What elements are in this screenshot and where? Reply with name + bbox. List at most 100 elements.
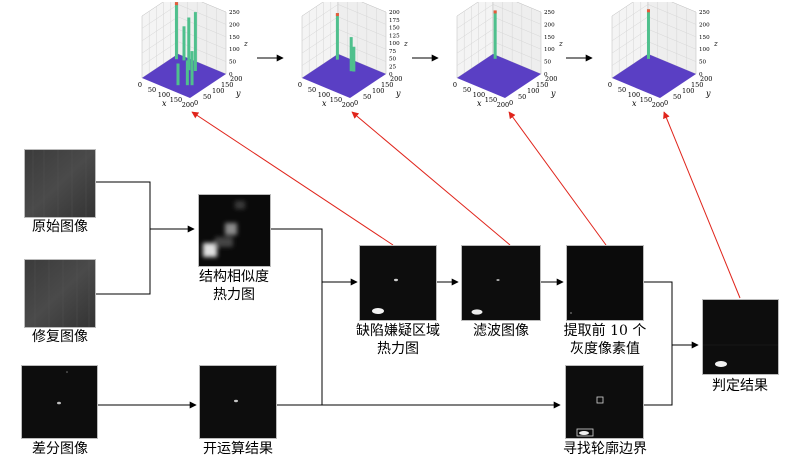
- x-axis-label: x: [632, 99, 637, 108]
- y-tick-label: 50: [363, 93, 371, 101]
- spike-bar: [349, 37, 353, 72]
- x-tick-label: 50: [618, 86, 626, 94]
- z-tick-label: 100: [229, 47, 240, 53]
- z-tick-label: 250: [699, 10, 710, 16]
- x-axis-label: x: [162, 99, 167, 108]
- z-tick-label: 150: [544, 35, 555, 41]
- x-axis-label: x: [477, 99, 482, 108]
- z-tick-label: 200: [389, 10, 400, 16]
- x-tick-label: 100: [473, 91, 485, 99]
- surface-floor: [302, 54, 386, 98]
- contour-image: [566, 366, 643, 438]
- y-tick-label: 150: [381, 81, 393, 89]
- z-tick-label: 125: [389, 33, 400, 39]
- z-axis-label: z: [558, 40, 563, 48]
- z-tick-label: 150: [389, 26, 400, 32]
- spike-bar: [190, 51, 194, 86]
- y-tick-label: 0: [194, 99, 198, 107]
- plot-frame: [456, 2, 542, 79]
- x-tick-label: 50: [148, 86, 156, 94]
- label-ssim-line2: 热力图: [213, 287, 255, 303]
- plot-frame: [611, 2, 697, 79]
- judgement-image: [703, 300, 778, 374]
- z-tick-label: 250: [544, 10, 555, 16]
- y-axis-label: y: [395, 89, 401, 98]
- edge-top10-to-judge: [643, 281, 699, 349]
- y-tick-label: 0: [354, 99, 358, 107]
- surface-floor: [457, 54, 541, 98]
- z-tick-label: 175: [389, 18, 400, 24]
- label-ssim-line1: 结构相似度: [199, 269, 269, 285]
- y-tick-label: 150: [691, 81, 703, 89]
- x-tick-label: 50: [308, 86, 316, 94]
- spike-bar-top: [646, 9, 650, 13]
- label-diff: 差分图像: [32, 441, 88, 457]
- y-tick-label: 200: [390, 75, 402, 83]
- edge-contour-to-judge: [643, 345, 673, 406]
- y-axis-label: y: [235, 89, 241, 98]
- y-tick-label: 100: [527, 87, 539, 95]
- label-suspect-line1: 缺陷嫌疑区域: [356, 323, 440, 339]
- y-tick-label: 100: [372, 87, 384, 95]
- x-axis-label: x: [322, 99, 327, 108]
- ssim-heatmap-image: [199, 195, 270, 266]
- x-tick-label: 50: [463, 86, 471, 94]
- x-tick-label: 150: [170, 96, 182, 104]
- filtered-image: [462, 246, 540, 320]
- opening-result-image: [200, 366, 276, 438]
- z-tick-label: 150: [229, 35, 240, 41]
- z-tick-label: 50: [389, 57, 397, 63]
- z-tick-label: 75: [389, 49, 397, 55]
- feedback-filtered-to-plot2: [351, 111, 511, 246]
- x-tick-label: 100: [628, 91, 640, 99]
- z-tick-label: 0: [389, 72, 393, 78]
- spike-bar: [352, 46, 356, 72]
- y-tick-label: 100: [682, 87, 694, 95]
- z-tick-label: 0: [544, 72, 548, 78]
- feedback-suspect-to-plot1: [191, 111, 394, 246]
- z-tick-label: 200: [544, 22, 555, 28]
- y-tick-label: 200: [700, 75, 712, 83]
- spike-bar: [185, 60, 189, 86]
- spike-bar: [176, 63, 180, 86]
- z-axis-label: z: [243, 40, 248, 48]
- spike-bar: [646, 9, 650, 59]
- suspect-heatmap-image: [360, 246, 436, 320]
- spike-bar: [187, 17, 191, 71]
- z-tick-label: 50: [229, 60, 237, 66]
- z-tick-label: 150: [699, 35, 710, 41]
- label-top10-line2: 灰度像素值: [570, 341, 640, 357]
- z-axis-label: z: [403, 40, 408, 48]
- x-tick-label: 100: [158, 91, 170, 99]
- label-original: 原始图像: [32, 219, 88, 235]
- repaired-image: [25, 260, 95, 327]
- y-tick-label: 50: [518, 93, 526, 101]
- y-tick-label: 150: [221, 81, 233, 89]
- y-tick-label: 50: [203, 93, 211, 101]
- y-tick-label: 150: [536, 81, 548, 89]
- edge-ssim-to-suspect: [270, 228, 358, 286]
- x-tick-label: 0: [298, 81, 302, 89]
- spike-bar-top: [493, 10, 497, 14]
- difference-image: [22, 366, 97, 438]
- spike-bar-top: [335, 13, 339, 17]
- surface-floor: [142, 54, 226, 98]
- x-tick-label: 150: [640, 96, 652, 104]
- x-tick-label: 100: [318, 91, 330, 99]
- z-tick-label: 0: [229, 72, 233, 78]
- z-tick-label: 25: [389, 64, 397, 70]
- x-tick-label: 200: [182, 101, 194, 109]
- x-tick-label: 200: [652, 101, 664, 109]
- z-tick-label: 200: [699, 22, 710, 28]
- feedback-top10-to-plot3: [508, 111, 607, 246]
- z-tick-label: 250: [229, 10, 240, 16]
- label-judge: 判定结果: [712, 378, 768, 394]
- top10-gray-image: [567, 246, 643, 320]
- label-contour: 寻找轮廓边界: [563, 441, 647, 457]
- y-tick-label: 0: [509, 99, 513, 107]
